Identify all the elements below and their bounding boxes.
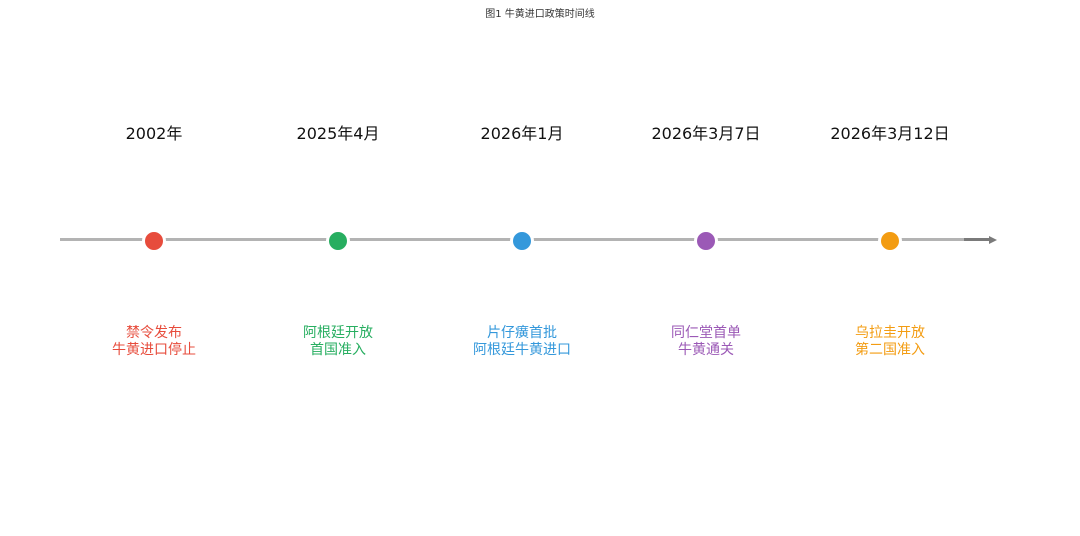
event-description-line2: 第二国准入 — [855, 342, 925, 358]
event-date: 2026年3月7日 — [651, 124, 761, 143]
event-marker — [694, 229, 718, 253]
timeline-arrow-shaft — [964, 238, 990, 241]
event-description-line1: 禁令发布 — [126, 325, 182, 341]
event-description: 乌拉圭开放第二国准入 — [790, 325, 990, 359]
event-description-line2: 首国准入 — [310, 342, 366, 358]
event-description: 片仔癀首批阿根廷牛黄进口 — [422, 325, 622, 359]
event-date: 2026年1月 — [480, 124, 564, 143]
event-date: 2002年 — [125, 124, 183, 143]
event-marker — [878, 229, 902, 253]
event-description-line1: 阿根廷开放 — [303, 325, 373, 341]
figure-title: 图1 牛黄进口政策时间线 — [485, 9, 595, 20]
event-description-line1: 乌拉圭开放 — [855, 325, 925, 341]
event-description-line2: 牛黄通关 — [678, 342, 734, 358]
event-description: 阿根廷开放首国准入 — [238, 325, 438, 359]
event-marker — [142, 229, 166, 253]
event-description-line2: 阿根廷牛黄进口 — [473, 342, 571, 358]
event-date: 2026年3月12日 — [830, 124, 950, 143]
arrow-right-icon — [989, 235, 997, 244]
event-description: 禁令发布牛黄进口停止 — [54, 325, 254, 359]
event-marker — [510, 229, 534, 253]
event-description-line1: 同仁堂首单 — [671, 325, 741, 341]
event-description-line1: 片仔癀首批 — [487, 325, 557, 341]
event-marker — [326, 229, 350, 253]
event-date: 2025年4月 — [296, 124, 380, 143]
event-description-line2: 牛黄进口停止 — [112, 342, 196, 358]
event-description: 同仁堂首单牛黄通关 — [606, 325, 806, 359]
